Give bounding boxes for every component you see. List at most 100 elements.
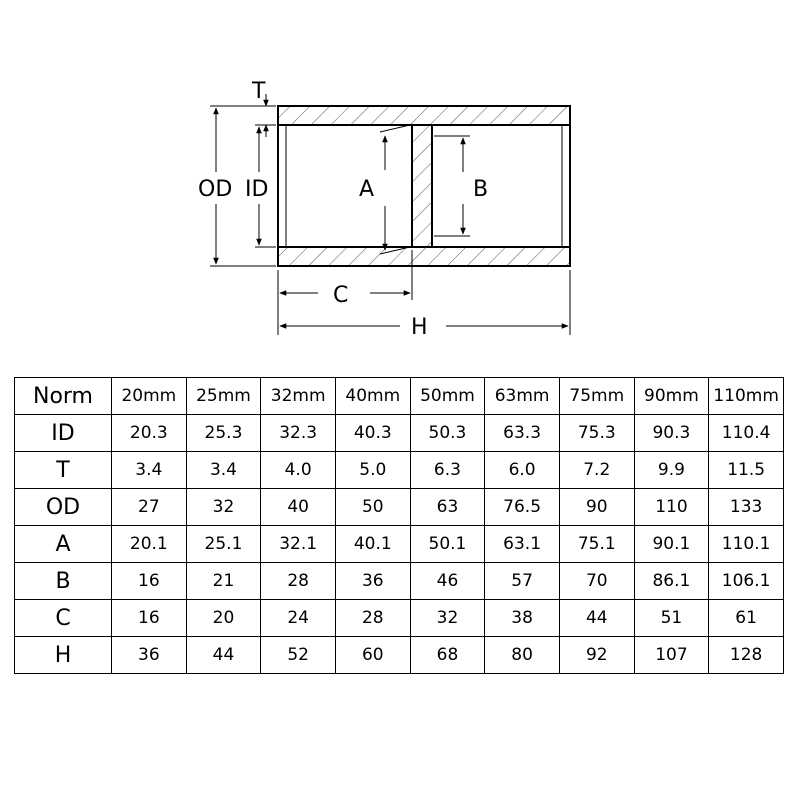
- value-cell: 63.1: [484, 525, 560, 563]
- value-cell: 46: [409, 562, 486, 600]
- value-cell: 27: [111, 488, 187, 526]
- extension-lines: [210, 105, 571, 335]
- label-od: OD: [198, 177, 232, 202]
- value-cell: 24: [260, 599, 336, 637]
- value-cell: 68: [409, 636, 486, 674]
- table-row: C 16 20 24 28 32 38 44 51 61: [14, 599, 784, 637]
- row-label: A: [14, 525, 112, 563]
- table-row: A 20.1 25.1 32.1 40.1 50.1 63.1 75.1 90.…: [14, 525, 784, 563]
- size-cell: 25mm: [185, 377, 262, 415]
- value-cell: 16: [111, 562, 187, 600]
- value-cell: 50.3: [409, 414, 486, 452]
- value-cell: 76.5: [484, 488, 560, 526]
- value-cell: 4.0: [260, 451, 336, 489]
- size-cell: 90mm: [633, 377, 710, 415]
- value-cell: 7.2: [558, 451, 635, 489]
- size-cell: 63mm: [484, 377, 560, 415]
- value-cell: 90.1: [633, 525, 710, 563]
- dim-h: H: [279, 315, 569, 340]
- value-cell: 63.3: [484, 414, 560, 452]
- value-cell: 110.4: [708, 414, 784, 452]
- value-cell: 40.1: [334, 525, 411, 563]
- value-cell: 110: [633, 488, 710, 526]
- coupling-drawing: T OD ID A B C H: [198, 79, 571, 340]
- row-label: T: [14, 451, 112, 489]
- dim-b: B: [434, 135, 488, 237]
- row-label: ID: [14, 414, 112, 452]
- size-cell: 110mm: [708, 377, 784, 415]
- value-cell: 110.1: [708, 525, 784, 563]
- value-cell: 92: [558, 636, 635, 674]
- dim-a: A: [359, 124, 411, 255]
- value-cell: 90.3: [633, 414, 710, 452]
- value-cell: 51: [633, 599, 710, 637]
- value-cell: 50: [334, 488, 411, 526]
- size-cell: 32mm: [260, 377, 336, 415]
- label-c: C: [333, 283, 348, 308]
- value-cell: 25.3: [185, 414, 262, 452]
- table-row: B 16 21 28 36 46 57 70 86.1 106.1: [14, 562, 784, 600]
- value-cell: 32.3: [260, 414, 336, 452]
- row-label: C: [14, 599, 112, 637]
- value-cell: 6.3: [409, 451, 486, 489]
- value-cell: 36: [111, 636, 187, 674]
- value-cell: 40: [260, 488, 336, 526]
- value-cell: 20.1: [111, 525, 187, 563]
- value-cell: 63: [409, 488, 486, 526]
- value-cell: 3.4: [111, 451, 187, 489]
- value-cell: 20: [185, 599, 262, 637]
- value-cell: 28: [260, 562, 336, 600]
- size-cell: 75mm: [558, 377, 635, 415]
- dim-id: ID: [245, 126, 268, 246]
- size-cell: 50mm: [409, 377, 486, 415]
- value-cell: 133: [708, 488, 784, 526]
- size-cell: 40mm: [334, 377, 411, 415]
- value-cell: 128: [708, 636, 784, 674]
- row-label: OD: [14, 488, 112, 526]
- row-label: H: [14, 636, 112, 674]
- value-cell: 44: [558, 599, 635, 637]
- value-cell: 86.1: [633, 562, 710, 600]
- value-cell: 32: [185, 488, 262, 526]
- value-cell: 75.1: [558, 525, 635, 563]
- row-label: B: [14, 562, 112, 600]
- table-row: OD 27 32 40 50 63 76.5 90 110 133: [14, 488, 784, 526]
- value-cell: 52: [260, 636, 336, 674]
- table-header-row: Norm 20mm 25mm 32mm 40mm 50mm 63mm 75mm …: [14, 377, 784, 415]
- value-cell: 32: [409, 599, 486, 637]
- value-cell: 90: [558, 488, 635, 526]
- value-cell: 6.0: [484, 451, 560, 489]
- dim-t: T: [251, 79, 269, 137]
- dim-od: OD: [198, 107, 232, 265]
- label-a: A: [359, 177, 374, 202]
- value-cell: 3.4: [185, 451, 262, 489]
- table-row: ID 20.3 25.3 32.3 40.3 50.3 63.3 75.3 90…: [14, 414, 784, 452]
- spec-table: Norm 20mm 25mm 32mm 40mm 50mm 63mm 75mm …: [14, 377, 784, 674]
- size-cell: 20mm: [111, 377, 187, 415]
- table-row: H 36 44 52 60 68 80 92 107 128: [14, 636, 784, 674]
- value-cell: 28: [334, 599, 411, 637]
- value-cell: 5.0: [334, 451, 411, 489]
- value-cell: 57: [484, 562, 560, 600]
- value-cell: 61: [708, 599, 784, 637]
- value-cell: 40.3: [334, 414, 411, 452]
- value-cell: 11.5: [708, 451, 784, 489]
- value-cell: 9.9: [633, 451, 710, 489]
- value-cell: 50.1: [409, 525, 486, 563]
- value-cell: 38: [484, 599, 560, 637]
- value-cell: 44: [185, 636, 262, 674]
- header-norm: Norm: [14, 377, 112, 415]
- value-cell: 80: [484, 636, 560, 674]
- label-h: H: [411, 315, 428, 340]
- value-cell: 25.1: [185, 525, 262, 563]
- value-cell: 36: [334, 562, 411, 600]
- value-cell: 20.3: [111, 414, 187, 452]
- value-cell: 107: [633, 636, 710, 674]
- table-row: T 3.4 3.4 4.0 5.0 6.3 6.0 7.2 9.9 11.5: [14, 451, 784, 489]
- label-t: T: [251, 79, 266, 104]
- value-cell: 16: [111, 599, 187, 637]
- dim-c: C: [279, 283, 411, 308]
- label-b: B: [473, 177, 488, 202]
- value-cell: 32.1: [260, 525, 336, 563]
- value-cell: 106.1: [708, 562, 784, 600]
